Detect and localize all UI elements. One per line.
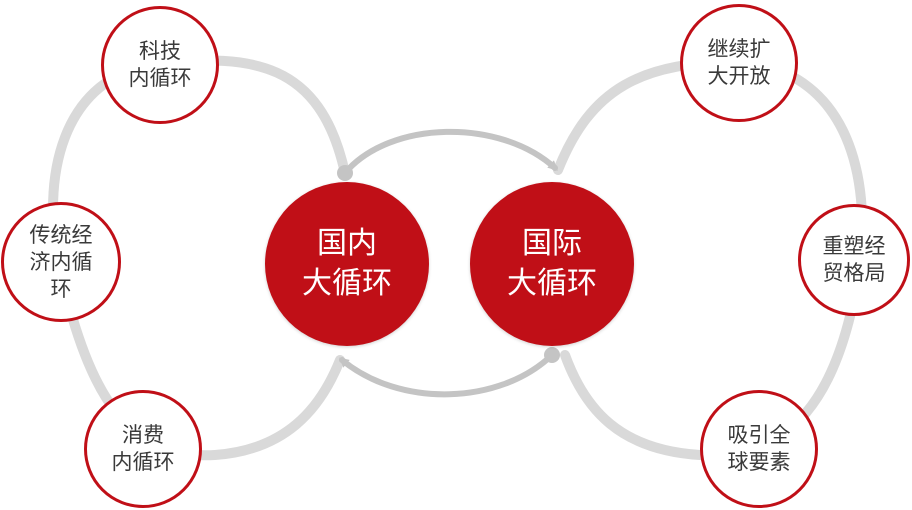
- bottom-connector-start-dot: [544, 347, 560, 363]
- consumption-circulation-label: 消费 内循环: [111, 423, 175, 474]
- consumption-circulation-node: 消费 内循环: [84, 390, 202, 508]
- bottom-connector-arrow: [338, 352, 555, 398]
- domestic-circulation-label: 国内 大循环: [302, 226, 392, 301]
- traditional-economy-node: 传统经 济内循 环: [1, 202, 121, 322]
- reshape-trade-label: 重塑经 贸格局: [822, 234, 886, 285]
- continue-opening-label: 继续扩 大开放: [707, 37, 771, 88]
- domestic-circulation-node: 国内 大循环: [265, 182, 429, 346]
- traditional-economy-label: 传统经 济内循 环: [29, 222, 93, 301]
- international-circulation-node: 国际 大循环: [470, 182, 634, 346]
- top-connector-arrow: [342, 128, 558, 176]
- tech-circulation-node: 科技 内循环: [101, 6, 219, 124]
- continue-opening-node: 继续扩 大开放: [680, 4, 798, 122]
- attract-global-factors-node: 吸引全 球要素: [700, 390, 818, 508]
- top-connector-start-dot: [337, 165, 353, 181]
- international-circulation-label: 国际 大循环: [507, 226, 597, 301]
- attract-global-factors-label: 吸引全 球要素: [727, 423, 791, 474]
- reshape-trade-node: 重塑经 贸格局: [798, 204, 910, 316]
- tech-circulation-label: 科技 内循环: [128, 39, 192, 90]
